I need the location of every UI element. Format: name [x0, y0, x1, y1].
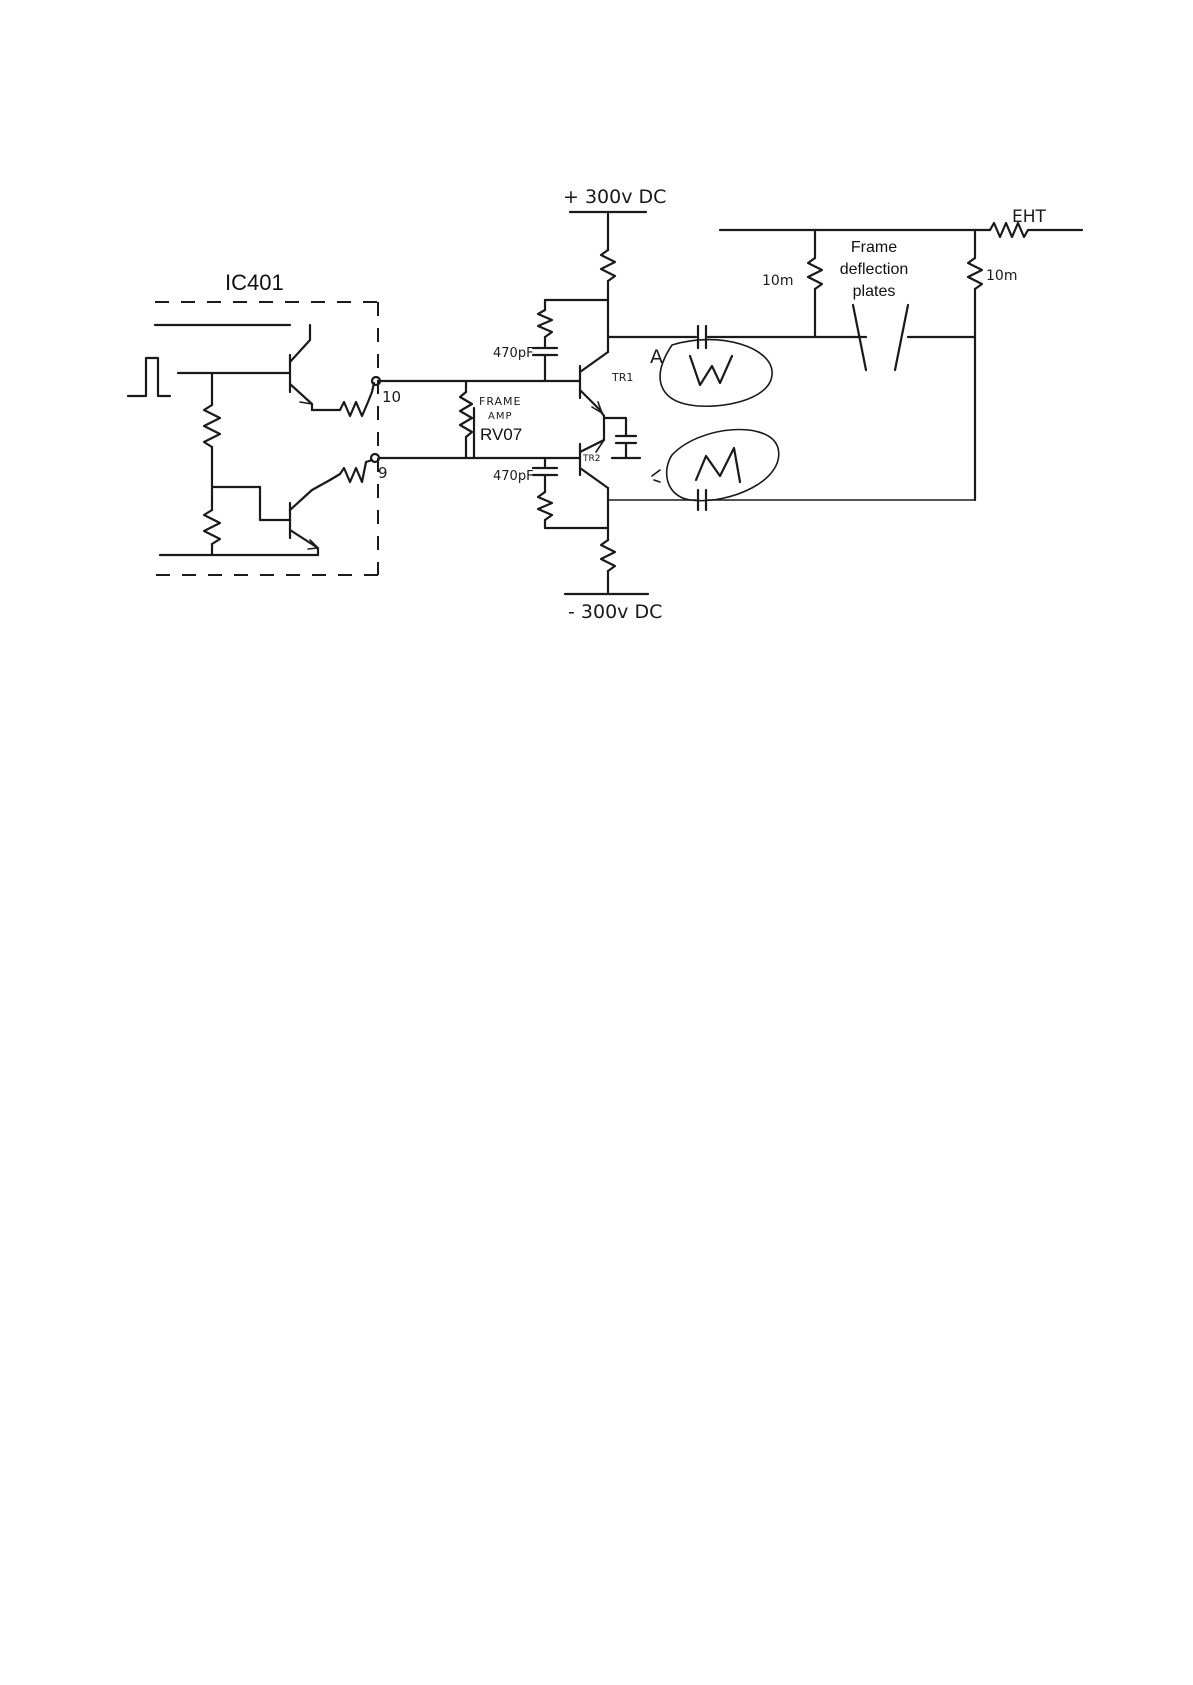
- frame-amp-ref: RV07: [480, 425, 522, 444]
- ic-bias-network: [204, 373, 290, 555]
- res-left-resistor: [808, 258, 822, 289]
- pin-10-label: 10: [382, 388, 401, 406]
- plates-label-2: deflection: [840, 261, 909, 278]
- input-pulse-symbol: [128, 358, 170, 396]
- pin-9-label: 9: [378, 464, 388, 482]
- top-bias-network: [533, 300, 608, 381]
- ic-resistor-to-pin10: [312, 383, 374, 416]
- res-left-value: 10m: [762, 273, 793, 289]
- waveform-a: [660, 340, 772, 407]
- frame-amp-label-1: FRAME: [479, 395, 522, 408]
- cap-bottom-value: 470pF: [493, 469, 534, 484]
- res-right-value: 10m: [986, 268, 1017, 284]
- supply-positive-label: + 300v DC: [563, 186, 666, 208]
- tr1-label: TR1: [611, 371, 633, 384]
- tr2-label: TR2: [582, 454, 600, 464]
- ic-upper-transistor: [290, 325, 312, 410]
- emitter-junction: [604, 416, 640, 458]
- tr2-transistor: [578, 440, 608, 488]
- ic-resistor-to-pin9: [330, 460, 372, 482]
- res-right-resistor: [968, 258, 982, 289]
- ic-lower-transistor: [290, 480, 330, 555]
- tr1-transistor: [578, 352, 608, 416]
- ic401-boundary: [145, 302, 378, 575]
- supply-negative-resistor: [601, 540, 615, 571]
- eht-label: EHT: [1012, 207, 1047, 227]
- cap-top-value: 470pF: [493, 346, 534, 361]
- bottom-bias-network: [533, 458, 608, 528]
- plates-label-1: Frame: [851, 239, 897, 256]
- supply-positive-resistor: [601, 250, 615, 281]
- waveform-b: [652, 430, 779, 501]
- ic-label: IC401: [225, 270, 284, 295]
- frame-amp-rv07: [460, 381, 474, 458]
- plates-label-3: plates: [853, 283, 896, 300]
- supply-negative-label: - 300v DC: [568, 601, 662, 623]
- waveform-a-label: A: [650, 346, 663, 368]
- frame-amp-label-2: AMP: [488, 411, 513, 422]
- frame-deflection-plates: [852, 305, 975, 370]
